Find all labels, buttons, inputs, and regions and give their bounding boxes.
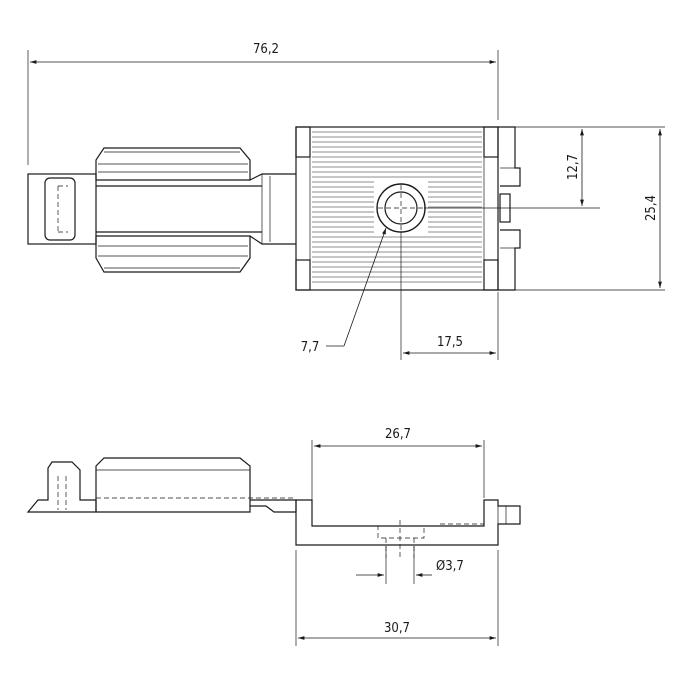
ribs xyxy=(312,131,482,283)
dimension-pin-diameter: Ø3,7 xyxy=(356,546,464,584)
overall-height-label: 25,4 xyxy=(644,195,659,221)
spring-body xyxy=(95,147,296,273)
height-center-label: 12,7 xyxy=(566,154,581,180)
top-view: 76,2 xyxy=(27,42,665,360)
overall-length-label: 76,2 xyxy=(253,42,279,57)
side-view: 26,7 xyxy=(26,427,521,646)
side-block xyxy=(295,499,521,560)
dimension-outer-width: 30,7 xyxy=(295,550,499,646)
dimension-hole-leader: 7,7 xyxy=(301,227,387,355)
side-left-clip xyxy=(26,461,97,513)
dimension-inner-width: 26,7 xyxy=(311,427,485,500)
dimension-overall-length: 76,2 xyxy=(27,42,499,165)
dimension-heights: 12,7 25,4 xyxy=(424,126,665,291)
hole-outer xyxy=(376,183,426,233)
outer-width-label: 30,7 xyxy=(384,621,410,636)
inner-width-label: 26,7 xyxy=(385,427,411,442)
left-clip-tab xyxy=(27,173,97,245)
dimension-hole-offset: 17,5 xyxy=(400,232,499,360)
side-spring-body xyxy=(95,457,297,513)
hole-offset-label: 17,5 xyxy=(437,335,463,350)
ribbed-block xyxy=(295,126,521,291)
hole-diameter-leader-label: 7,7 xyxy=(301,340,320,355)
pin-diameter-label: Ø3,7 xyxy=(436,559,464,574)
hole-inner xyxy=(384,191,418,225)
